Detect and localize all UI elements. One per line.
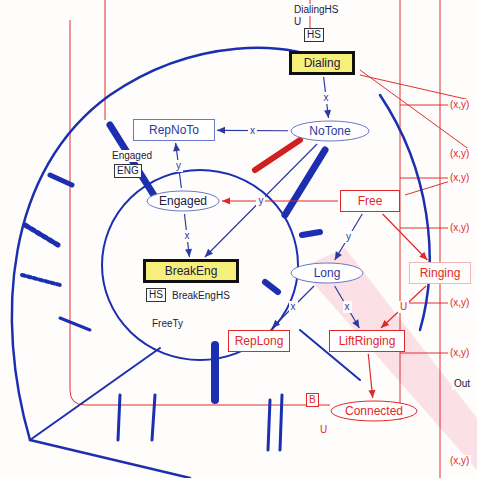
transition-label: x [182, 230, 191, 242]
ellipse-shape [291, 263, 363, 283]
arrowhead [185, 249, 192, 257]
state-name: BreakEng [165, 264, 218, 278]
inner-circle [102, 170, 298, 360]
state-ellipse: NoTone [290, 120, 370, 142]
arrowhead [324, 110, 331, 118]
transition-label: y [174, 160, 183, 172]
transition-arrow [222, 200, 338, 201]
red-wire [105, 0, 106, 120]
signal-label: U [292, 16, 303, 28]
arrowhead [381, 320, 389, 328]
port-label: Out [452, 378, 472, 390]
state-name: NoTone [309, 124, 350, 138]
red-wire [400, 178, 450, 179]
signal-label: (x,y) [448, 297, 471, 309]
red-stroke [255, 140, 300, 170]
tag-box: HS [304, 28, 324, 42]
transition-arrow [381, 286, 426, 328]
signal-label: (x,y) [448, 347, 471, 359]
state-name: RepNoTo [149, 123, 199, 137]
transition-label: U [398, 301, 409, 313]
signal-label: U [318, 424, 329, 436]
transition-label: x [343, 301, 352, 313]
arrowhead [173, 143, 180, 151]
arrowhead [419, 252, 427, 260]
arrowhead [217, 127, 225, 134]
state-name: Dialing [304, 56, 341, 70]
tag-box: HS [146, 288, 166, 302]
red-wire [70, 20, 330, 405]
state-name: Engaged [159, 194, 207, 208]
thick-stroke [211, 345, 219, 400]
red-wire [400, 353, 450, 354]
red-wires [70, 0, 470, 478]
spoke [30, 348, 160, 440]
signal-label: (x,y) [448, 222, 471, 234]
state-ellipse: Connected [330, 400, 418, 422]
transition-arrow [335, 214, 362, 260]
transition-label: x [248, 125, 257, 137]
arrowhead [222, 198, 230, 205]
red-wire [360, 75, 470, 100]
state-box: RepNoTo [133, 119, 215, 141]
hatch [152, 395, 155, 440]
tag-box: B [306, 393, 319, 407]
hatch [50, 175, 72, 185]
arrowhead [205, 249, 213, 257]
red-wire [440, 0, 441, 478]
state-box: Free [340, 190, 400, 212]
hatch [25, 225, 58, 245]
hatch [22, 275, 60, 285]
hatch [280, 395, 282, 450]
outer-arc [30, 440, 190, 478]
transition-arrow [335, 286, 360, 328]
ellipse-shape [331, 401, 417, 421]
ellipse-shape [291, 121, 369, 141]
thick-stroke [265, 282, 278, 292]
red-wire [400, 228, 450, 229]
transition-arrow [383, 214, 428, 260]
state-box: Dialing [289, 51, 355, 75]
transition-label: y [256, 195, 265, 207]
state-box: Ringing [409, 262, 471, 284]
state-box: BreakEng [143, 259, 239, 283]
transition-label: x [322, 92, 331, 104]
state-name: RepLong [235, 334, 284, 348]
arrowhead [352, 319, 359, 328]
thick-stroke [302, 232, 320, 235]
pattern-name: DialingHS [292, 4, 340, 16]
signal-label: (x,y) [448, 172, 471, 184]
tag-box: ENG [114, 164, 142, 178]
outer-arc [12, 48, 345, 440]
state-name: Connected [345, 404, 403, 418]
state-name: LiftRinging [339, 334, 396, 348]
pattern-name: Engaged [110, 150, 154, 162]
state-ellipse: Engaged [146, 190, 220, 212]
state-name: Free [358, 194, 383, 208]
signal-label: (x,y) [448, 148, 471, 160]
state-name: Ringing [420, 266, 461, 280]
signal-label: (x,y) [448, 455, 471, 467]
arrowhead [272, 320, 280, 328]
state-box: RepLong [228, 330, 291, 352]
state-ellipse: Long [290, 262, 364, 284]
signal-label: (x,y) [448, 99, 471, 111]
state-name: Long [314, 266, 341, 280]
pattern-name: BreakEngHS [170, 290, 232, 302]
thick-stroke [285, 150, 325, 215]
hatch [268, 400, 270, 450]
hatch [60, 318, 90, 330]
transition-label: x [289, 301, 298, 313]
state-box: LiftRinging [329, 330, 405, 352]
arrowhead [368, 390, 375, 398]
arrowhead [335, 251, 342, 260]
hatch [118, 395, 120, 440]
ellipse-shape [147, 191, 219, 211]
transition-label: y [344, 231, 353, 243]
outer-arc [380, 95, 430, 330]
blue-sketch [12, 48, 430, 478]
note-text: FreeTy [150, 318, 185, 330]
transition-arrow [272, 286, 314, 328]
